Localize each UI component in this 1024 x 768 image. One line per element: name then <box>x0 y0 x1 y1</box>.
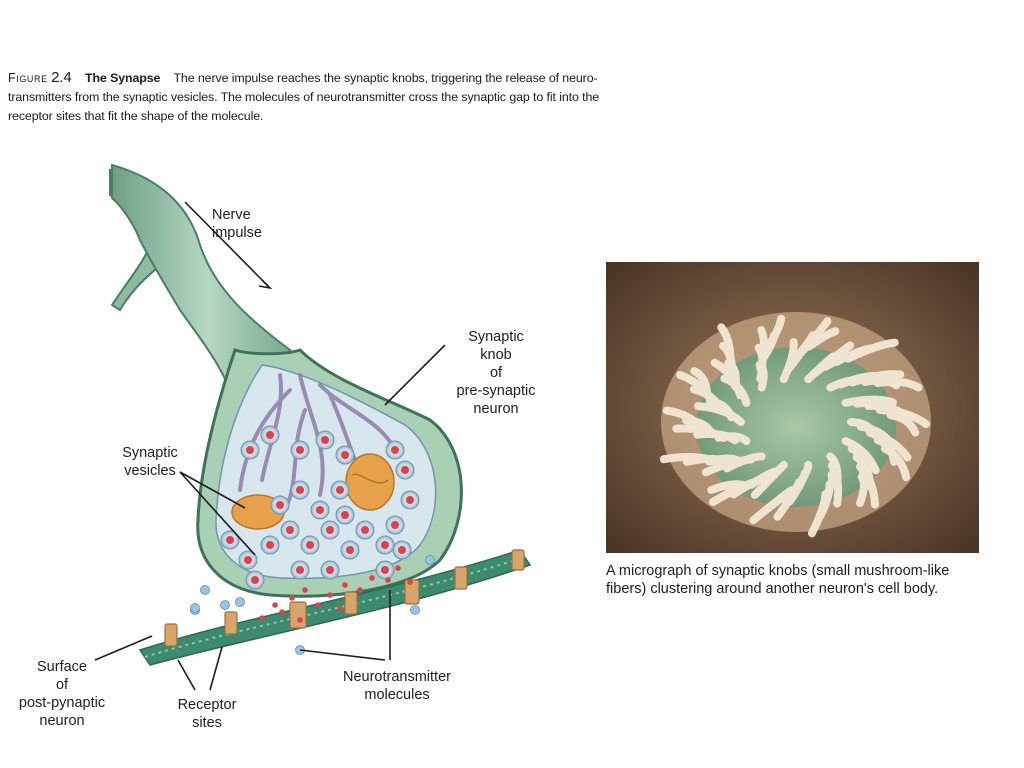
neurotransmitter-molecule <box>342 582 348 588</box>
vesicles <box>220 425 420 590</box>
mushroom-fiber <box>827 461 843 508</box>
mushroom-fiber <box>873 377 923 392</box>
mushroom-fiber <box>749 493 788 525</box>
neurotransmitter-molecule <box>279 609 285 615</box>
neurotransmitter-molecule <box>369 575 375 581</box>
vesicle-content <box>361 526 369 534</box>
synapse-illustration <box>94 163 532 691</box>
neurotransmitter-molecule <box>357 587 363 593</box>
micrograph-caption: A micrograph of synaptic knobs (small mu… <box>606 563 950 597</box>
label-nerve-impulse: Nerve impulse <box>212 207 262 241</box>
ion <box>220 600 230 610</box>
receptor-sites <box>164 549 525 647</box>
figure-title: The Synapse <box>85 71 161 85</box>
mushroom-fiber <box>750 460 788 499</box>
mushroom-fiber <box>795 317 832 359</box>
ion <box>235 597 245 607</box>
mushroom-fiber <box>844 338 899 363</box>
vesicle-content <box>251 576 259 584</box>
mushroom-fiber <box>701 455 756 477</box>
neurotransmitter-molecule <box>327 592 333 598</box>
vesicle-content <box>398 546 406 554</box>
neurotransmitter-molecules <box>190 555 435 655</box>
mushroom-fiber <box>662 406 706 433</box>
vesicle-content <box>296 566 304 574</box>
neurotransmitter-molecule <box>297 617 303 623</box>
ion <box>190 603 200 613</box>
vesicle-content <box>286 526 294 534</box>
label-synaptic-knob: Synaptic knob of pre-synaptic neuron <box>456 329 536 417</box>
mushroom-fiber <box>841 395 897 407</box>
mushroom-fiber <box>708 477 760 506</box>
mushroom-fiber <box>886 411 920 437</box>
label-synaptic-vesicles: Synaptic vesicles <box>122 445 178 479</box>
vesicle-content <box>381 566 389 574</box>
ion <box>200 585 210 595</box>
mushroom-fiber <box>676 371 719 408</box>
vesicle-content <box>321 436 329 444</box>
neurotransmitter-molecule <box>272 602 278 608</box>
mushroom-fiber <box>856 462 879 509</box>
neurotransmitter-molecule <box>385 577 391 583</box>
vesicle-content <box>326 566 334 574</box>
pointer-lines <box>94 201 446 691</box>
vesicle-content <box>296 486 304 494</box>
mushroom-fiber <box>856 472 868 508</box>
vesicle-content <box>266 541 274 549</box>
filaments <box>238 373 397 512</box>
neurotransmitter-molecule <box>315 602 321 608</box>
vesicle-content <box>266 431 274 439</box>
mushroom-fiber <box>773 477 804 521</box>
vesicle-content <box>391 521 399 529</box>
vesicle-content <box>244 556 252 564</box>
neurotransmitter-molecule <box>337 605 343 611</box>
micrograph-image <box>606 262 979 553</box>
mushroom-fiber <box>717 323 735 372</box>
neurotransmitter-molecule <box>289 595 295 601</box>
vesicle-content <box>306 541 314 549</box>
synapse-diagram: Nerve impulse Synaptic knob of pre-synap… <box>0 150 560 760</box>
neurotransmitter-molecule <box>259 615 265 621</box>
vesicle-content <box>346 546 354 554</box>
vesicle-content <box>316 506 324 514</box>
label-neurotransmitter: Neurotransmitter molecules <box>343 669 451 703</box>
label-surface: Surface of post-pynaptic neuron <box>18 659 106 729</box>
vesicle-content <box>326 526 334 534</box>
mushroom-fiber <box>690 367 712 400</box>
vesicle-content <box>381 541 389 549</box>
mushroom-fiber <box>807 490 830 538</box>
vesicle-content <box>296 446 304 454</box>
vesicle-content <box>226 536 234 544</box>
vesicle-content <box>336 486 344 494</box>
figure-number: 2.4 <box>51 69 72 86</box>
ion <box>410 605 420 615</box>
ion <box>425 555 435 565</box>
mushroom-fiber <box>659 453 719 465</box>
figure-text: The nerve impulse reaches the synaptic k… <box>8 71 600 123</box>
mushroom-fiber <box>707 480 748 494</box>
neurotransmitter-molecule <box>302 587 308 593</box>
mushroom-fiber <box>848 370 905 387</box>
mushroom-fiber <box>841 437 880 475</box>
mushroom-fiber <box>804 327 840 351</box>
mushroom-fiber <box>875 405 930 429</box>
mushroom-fiber <box>762 314 786 354</box>
mitochondrion <box>345 453 395 511</box>
micrograph-illustration <box>606 262 979 553</box>
figure-label: Figure <box>8 71 48 85</box>
vesicle-content <box>391 446 399 454</box>
vesicle-content <box>341 451 349 459</box>
vesicle-content <box>246 446 254 454</box>
neurotransmitter-molecule <box>395 565 401 571</box>
figure-caption: Figure 2.4 The Synapse The nerve impulse… <box>8 68 638 126</box>
mushroom-fiber <box>812 341 855 377</box>
vesicle-content <box>406 496 414 504</box>
mushroom-fiber <box>865 428 912 462</box>
neurotransmitter-molecule <box>407 579 413 585</box>
vesicle-content <box>276 501 284 509</box>
vesicle-content <box>341 511 349 519</box>
vesicle-content <box>401 466 409 474</box>
mushroom-fiber <box>880 444 911 482</box>
label-receptor-sites: Receptor sites <box>177 697 237 731</box>
